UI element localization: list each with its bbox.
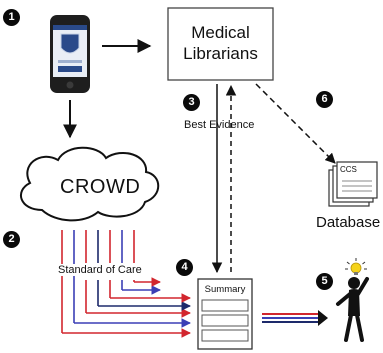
database-stack-icon	[328, 161, 378, 207]
smartphone-icon	[50, 15, 90, 93]
step-badge-3: 3	[183, 94, 200, 111]
librarians-label-line-1: Medical	[191, 23, 250, 42]
crowd-cloud	[19, 146, 160, 222]
step-badge-2: 2	[3, 231, 20, 248]
crowd-label: CROWD	[60, 176, 141, 198]
best-evidence-label: Best Evidence	[184, 119, 255, 131]
librarians-label: Medical Librarians	[168, 22, 273, 64]
standard-of-care-label: Standard of Care	[56, 264, 144, 276]
step-badge-5: 5	[316, 273, 333, 290]
arrow-librarians-to-database	[255, 83, 336, 164]
database-tag: CCS	[340, 165, 357, 174]
summary-document	[197, 278, 253, 350]
standard-of-care-lines	[61, 230, 191, 338]
librarians-label-line-2: Librarians	[183, 44, 258, 63]
person-idea-icon	[336, 258, 369, 342]
database-label: Database	[316, 214, 381, 231]
step-badge-4: 4	[176, 259, 193, 276]
librarians-box	[167, 7, 274, 81]
step-badge-1: 1	[3, 9, 20, 26]
lightbulb-icon	[345, 258, 367, 275]
summary-label: Summary	[204, 284, 246, 295]
step-badge-6: 6	[316, 91, 333, 108]
arrow-summary-to-person	[262, 310, 328, 326]
